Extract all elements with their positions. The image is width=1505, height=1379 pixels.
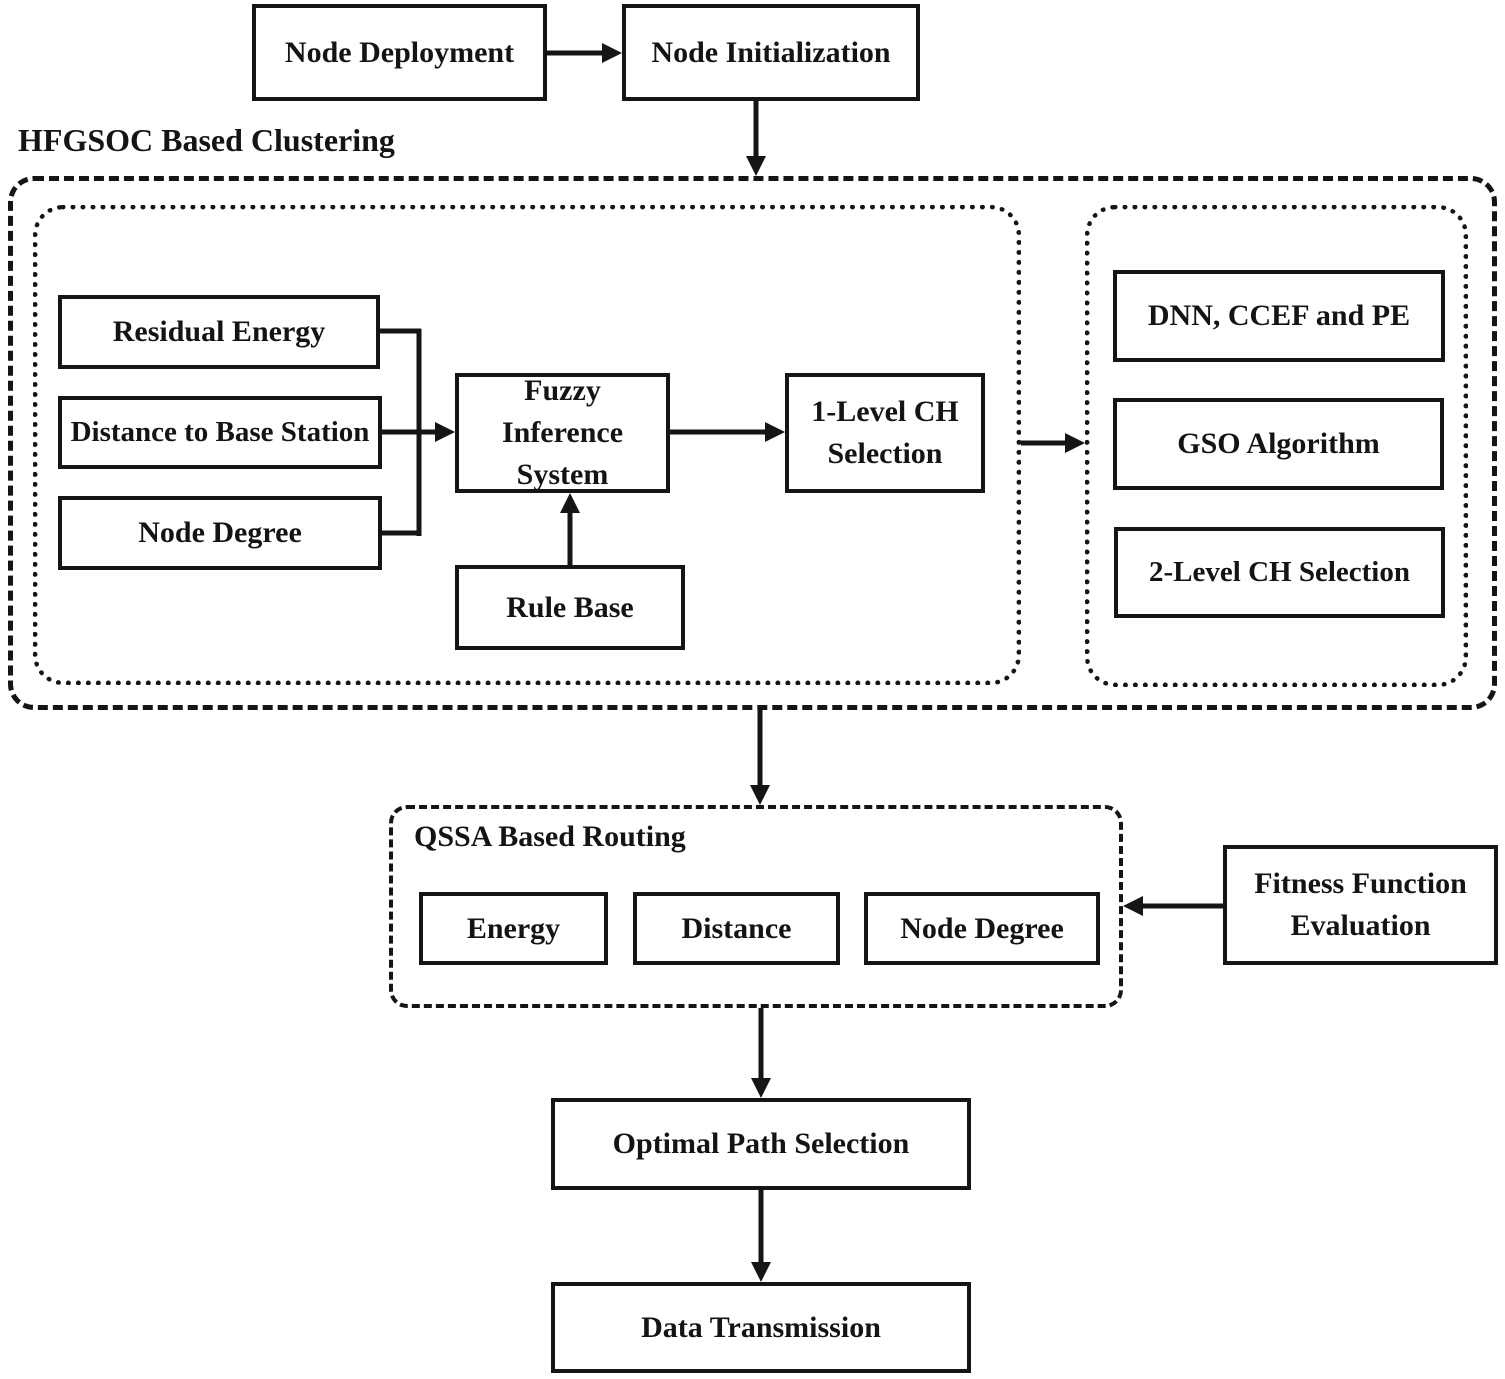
node-initialization-box: Node Initialization: [622, 4, 920, 101]
optimal-path-selection-box: Optimal Path Selection: [551, 1098, 971, 1190]
distance-metric-box: Distance: [633, 892, 840, 965]
fuzzy-stage-container: [33, 205, 1021, 685]
residual-energy-box: Residual Energy: [58, 295, 380, 369]
node-degree-box: Node Degree: [58, 496, 382, 570]
arrow-deployment-to-initialization: [547, 43, 622, 63]
level1-ch-selection-box: 1-Level CH Selection: [785, 373, 985, 493]
arrow-optimal-to-transmission: [751, 1190, 771, 1282]
dnn-ccef-pe-box: DNN, CCEF and PE: [1113, 270, 1445, 362]
arrow-clustering-to-routing: [750, 710, 770, 805]
qssa-section-label: QSSA Based Routing: [414, 820, 686, 853]
data-transmission-box: Data Transmission: [551, 1282, 971, 1373]
hfgsoc-section-label: HFGSOC Based Clustering: [18, 122, 395, 158]
rule-base-box: Rule Base: [455, 565, 685, 650]
fuzzy-inference-system-box: Fuzzy Inference System: [455, 373, 670, 493]
energy-metric-box: Energy: [419, 892, 608, 965]
fitness-function-evaluation-box: Fitness Function Evaluation: [1223, 845, 1498, 965]
gso-stage-container: [1085, 205, 1468, 687]
hfgsoc-clustering-container: [8, 176, 1497, 710]
arrow-routing-to-optimal: [751, 1008, 771, 1098]
arrow-fitness-to-routing: [1123, 896, 1223, 916]
node-degree-metric-box: Node Degree: [864, 892, 1100, 965]
qssa-routing-container: [389, 805, 1123, 1008]
level2-ch-selection-box: 2-Level CH Selection: [1114, 527, 1445, 618]
arrow-initialization-to-clustering: [746, 101, 766, 176]
gso-algorithm-box: GSO Algorithm: [1113, 398, 1444, 490]
distance-to-base-station-box: Distance to Base Station: [58, 396, 382, 469]
node-deployment-box: Node Deployment: [252, 4, 547, 101]
